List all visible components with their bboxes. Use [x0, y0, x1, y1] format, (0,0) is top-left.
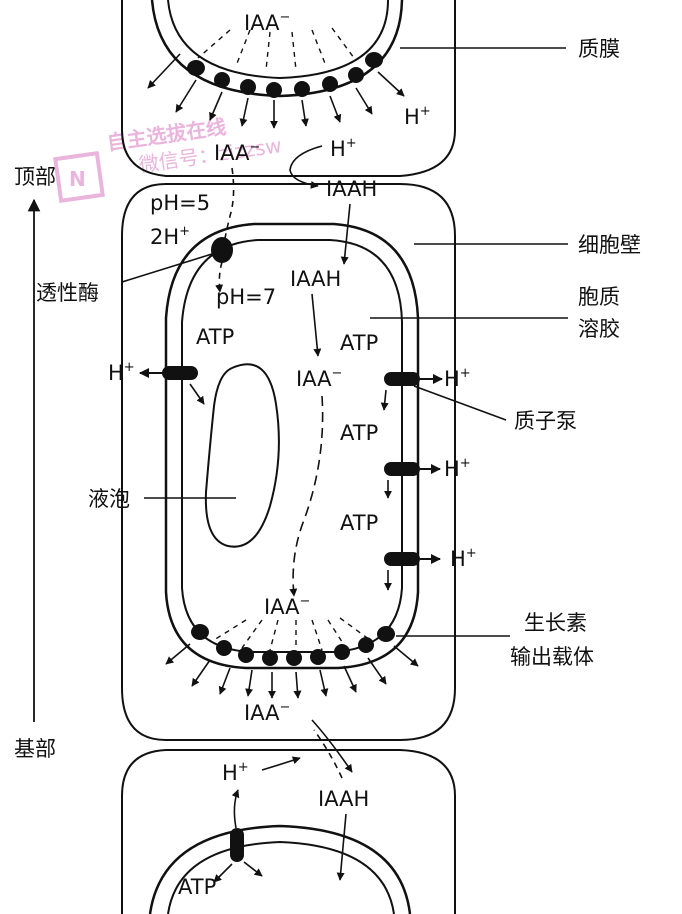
upper-auxin-carriers: [187, 52, 383, 98]
cell-wall: [121, 183, 456, 741]
ph-wall-label: pH=5: [150, 191, 210, 215]
h-right-2-label: H+: [444, 456, 471, 481]
label-cell-wall: 细胞壁: [578, 233, 641, 257]
atp-right-2-label: ATP: [340, 421, 378, 445]
upper-inner-dashes: [197, 27, 355, 71]
plasma-membrane-inner: [181, 239, 403, 653]
two-h-label: 2H+: [150, 224, 190, 249]
lower-membrane-outer: [148, 824, 412, 914]
proton-pump-right-1-icon: [384, 372, 420, 386]
watermark-logo-letter: N: [69, 167, 86, 191]
bottom-iaah-arrow: [313, 729, 343, 779]
lower-proton-pump-icon: [230, 828, 244, 862]
upper-efflux-arrows: [147, 53, 405, 129]
iaa-downward-path: [289, 395, 324, 597]
bottom-iaa-arrow: [311, 719, 353, 773]
lower-membrane-inner: [167, 840, 395, 914]
lower-atp-label: ATP: [178, 875, 216, 899]
iaah-entry-arrow: [340, 203, 351, 265]
proton-pump-right-2: ATP H+: [340, 421, 471, 499]
h-right-3-label: H+: [450, 546, 477, 571]
permease-flow: [215, 261, 224, 293]
upper-wall-space: IAA− H+ IAAH: [214, 136, 377, 265]
watermark-logo-icon: [53, 151, 105, 203]
bottom-iaa-label: IAA−: [244, 700, 290, 725]
lower-iaa-label: IAA−: [264, 594, 310, 619]
upper-iaa-label: IAA−: [244, 10, 290, 35]
ph-cytosol-label: pH=7: [216, 285, 276, 309]
label-permease: 透性酶: [36, 281, 99, 305]
lower-pump-atp-arrow: [213, 863, 233, 883]
upper-cell-wall: [121, 0, 456, 177]
axis-top-label: 顶部: [14, 165, 56, 189]
callout-permease-line: [121, 253, 213, 283]
label-vacuole: 液泡: [88, 487, 130, 511]
label-plasma-membrane: 质膜: [578, 37, 620, 61]
upper-membrane-outer: [150, 0, 404, 98]
vacuole-shape: [204, 363, 280, 548]
bottom-iaah-label: IAAH: [318, 787, 369, 811]
iaa-diffusion-path: [223, 167, 235, 245]
upper-h-label: H+: [404, 104, 431, 129]
h-left-label: H+: [108, 360, 135, 385]
label-proton-pump: 质子泵: [514, 409, 577, 433]
callout-proton-pump-line: [413, 385, 507, 421]
atp-right-1-label: ATP: [340, 331, 378, 355]
wall-h-label: H+: [330, 136, 357, 161]
label-cytosol-line1: 胞质: [578, 285, 620, 309]
label-auxin-carrier-line2: 输出载体: [510, 645, 594, 669]
main-cell: pH=5 2H+ pH=7 IAAH IAA− ATP H+ ATP: [108, 183, 477, 741]
proton-pump-right-3-icon: [384, 552, 420, 566]
lower-pump-out-arrow: [243, 861, 263, 877]
lower-cell: ATP: [121, 749, 456, 914]
cytosol-iaah-label: IAAH: [290, 267, 341, 291]
polarity-axis: 顶部 基部: [14, 165, 56, 761]
bottom-iaah-entry-arrow: [336, 813, 347, 881]
h-right-1-label: H+: [444, 366, 471, 391]
wall-iaa-label: IAA−: [214, 140, 260, 165]
bottom-h-label: H+: [222, 760, 249, 785]
lower-pump-h-arrow: [231, 789, 240, 829]
atp-right-3-label: ATP: [340, 511, 378, 535]
proton-pump-right-3: ATP H+: [340, 511, 477, 591]
lower-efflux-arrows: [165, 643, 419, 699]
atp-left-label: ATP: [196, 325, 234, 349]
proton-pump-right-1: ATP H+: [340, 331, 471, 411]
proton-pump-left: ATP H+: [108, 325, 234, 405]
lower-auxin-carriers: [191, 624, 395, 666]
upper-membrane-inner: [167, 0, 389, 80]
protonation-arrow: [289, 145, 323, 189]
lower-inner-dashes: [213, 617, 371, 651]
proton-pump-left-icon: [162, 366, 198, 380]
cytosol-iaa-label: IAA−: [296, 366, 342, 391]
lower-wall-space: IAA− H+ IAAH: [222, 700, 369, 881]
bottom-h-arrow: [261, 756, 301, 771]
lower-cell-wall: [121, 749, 456, 914]
callouts: 质膜 细胞壁 胞质 溶胶 质子泵 生长素 输出载体 透性酶 液泡: [36, 37, 641, 669]
label-auxin-carrier-line1: 生长素: [524, 611, 587, 635]
wall-iaah-label: IAAH: [326, 177, 377, 201]
label-cytosol-line2: 溶胶: [578, 317, 620, 341]
proton-pump-right-2-icon: [384, 462, 420, 476]
axis-bottom-label: 基部: [14, 737, 56, 761]
permease-icon: [211, 237, 233, 263]
upper-cell: IAA− H+: [121, 0, 456, 177]
dissociation-arrow: [311, 293, 322, 357]
